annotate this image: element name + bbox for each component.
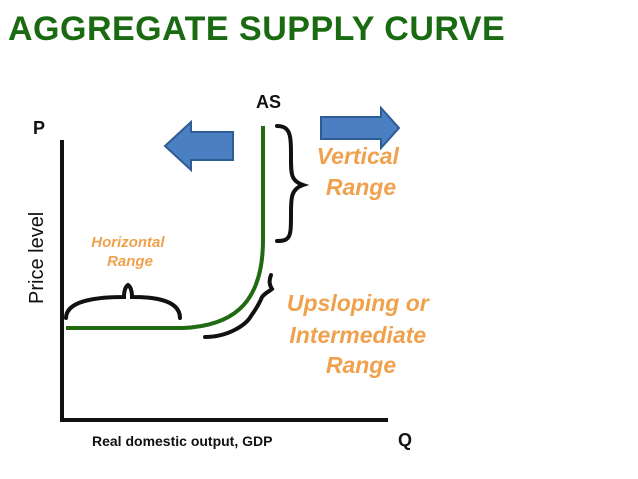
slide-title: AGGREGATE SUPPLY CURVE bbox=[8, 10, 506, 48]
x-axis-label: Real domestic output, GDP bbox=[92, 433, 272, 449]
y-axis-label: Price level bbox=[26, 212, 48, 304]
intermediate-range-label: Upsloping or Intermediate Range bbox=[287, 290, 435, 378]
arrow-right-icon bbox=[320, 105, 401, 151]
vertical-range-brace bbox=[275, 124, 310, 243]
horizontal-range-label: Horizontal Range bbox=[91, 234, 169, 270]
intermediate-range-brace bbox=[203, 273, 275, 339]
horizontal-range-brace bbox=[64, 282, 182, 320]
p-axis-letter: P bbox=[33, 118, 45, 138]
as-curve bbox=[66, 126, 265, 330]
q-axis-letter: Q bbox=[398, 430, 412, 450]
arrow-left-icon bbox=[163, 119, 234, 173]
vertical-range-label: Vertical Range bbox=[317, 143, 406, 200]
as-curve-label: AS bbox=[256, 92, 281, 112]
